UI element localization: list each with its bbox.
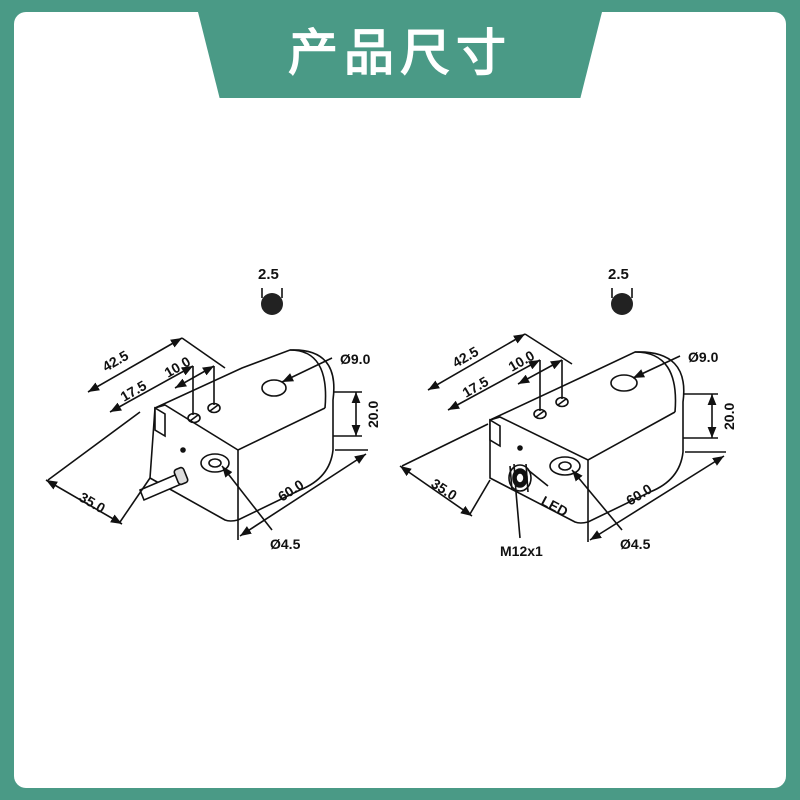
header-tab [195,0,605,98]
m12-connector [508,463,532,493]
dim-offset-b: 10.0 [162,353,194,381]
dim-top-label: 2.5 [258,266,279,283]
dim-depth: 35.0 [428,475,460,503]
dim-hole-big: Ø9.0 [688,349,719,365]
dim-width-overall: 42.5 [450,343,482,371]
led-marker-dot [611,293,633,315]
dim-hole-small: Ø4.5 [620,536,651,552]
dim-offset-a: 17.5 [460,373,492,401]
dim-depth: 35.0 [77,489,109,517]
connector-label: M12x1 [500,543,543,559]
dim-hole-big: Ø9.0 [340,351,371,367]
drawing-cable-model: 2.5 42.5 17.5 10.0 [45,266,381,552]
dim-offset-a: 17.5 [118,377,150,405]
sensor-body [489,351,685,524]
mount-hole-small [549,456,581,476]
drawing-connector-model: 2.5 42. [399,266,737,559]
mount-hole-large [261,379,287,397]
mount-hole-small [200,453,230,473]
mount-hole-large [610,374,638,392]
dim-height: 20.0 [721,403,737,430]
dim-hole-small: Ø4.5 [270,536,301,552]
dim-top-label: 2.5 [608,266,629,283]
dim-height: 20.0 [365,401,381,428]
led-marker-dot [261,293,283,315]
page-title: 产品尺寸 [288,24,512,82]
